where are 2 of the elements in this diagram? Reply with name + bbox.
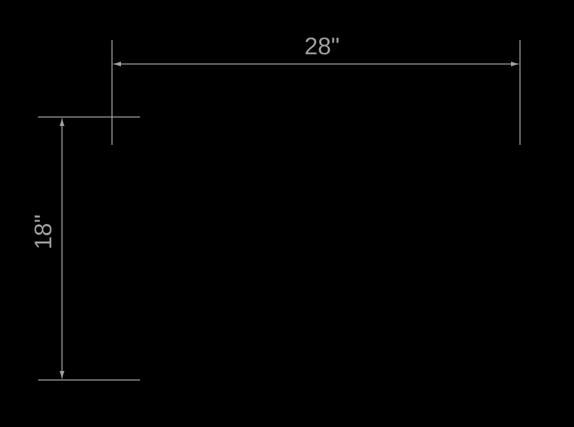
dimension-label: 18"	[34, 215, 52, 248]
dimension-label: 28"	[306, 38, 339, 54]
